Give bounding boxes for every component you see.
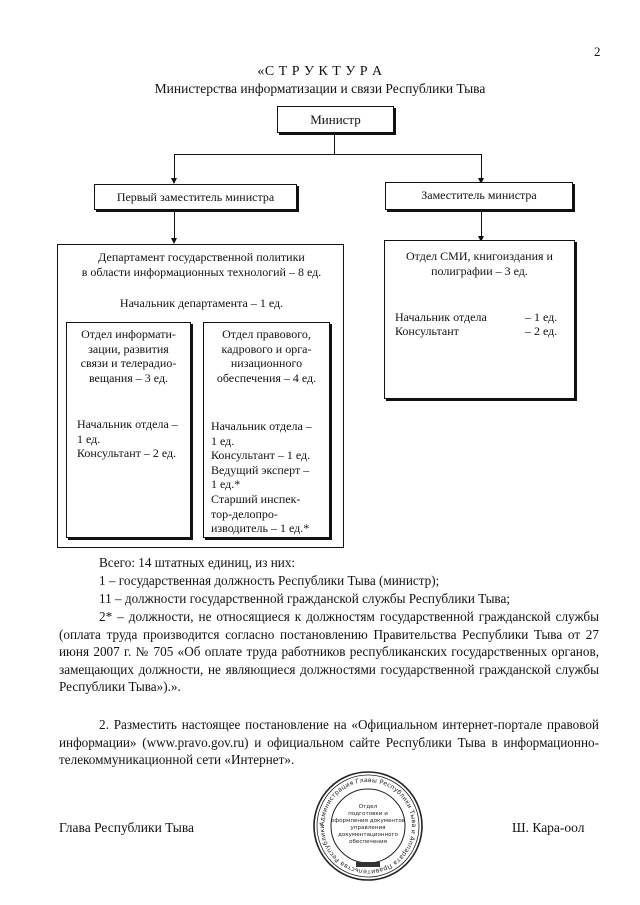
signature-name: Ш. Кара-оол	[512, 820, 585, 835]
paragraph-placement: 2. Разместить настоящее постановление на…	[59, 717, 599, 768]
connector-line	[174, 154, 175, 180]
first-deputy-label: Первый заместитель министра	[116, 190, 275, 204]
deputy-label: Заместитель министра	[421, 188, 537, 202]
svg-text:документационного: документационного	[338, 832, 399, 838]
first-deputy-box: Первый заместитель министра	[94, 184, 297, 210]
totals-line-0: Всего: 14 штатных единиц, из них:	[99, 555, 296, 570]
media-row1-label: Начальник отдела	[395, 310, 487, 324]
media-row2-value: – 2 ед.	[525, 324, 558, 338]
minister-label: Министр	[310, 112, 361, 127]
connector-line	[334, 135, 335, 154]
unit-staff: Начальник отдела – 1 ед. Консультант – 1…	[211, 419, 312, 536]
totals-line-1: 1 – государственная должность Республики…	[99, 573, 440, 588]
minister-box: Министр	[277, 106, 394, 133]
arrow-down-icon	[478, 236, 484, 242]
department-title: Департамент государственной политики в о…	[81, 250, 322, 279]
connector-line	[481, 154, 482, 180]
svg-text:подготовки и: подготовки и	[348, 811, 388, 817]
arrow-down-icon	[171, 178, 177, 184]
structure-subtitle: Министерства информатизации и связи Респ…	[154, 81, 486, 96]
connector-line	[174, 212, 175, 240]
signature-position: Глава Республики Тыва	[59, 820, 195, 835]
totals-line-2: 11 – должности государственной гражданск…	[99, 591, 511, 606]
svg-text:оформления документов: оформления документов	[331, 818, 405, 824]
department-head: Начальник департамента – 1 ед.	[119, 296, 284, 310]
media-unit-title: Отдел СМИ, книгоиздания и полиграфии – 3…	[406, 249, 553, 278]
deputy-box: Заместитель министра	[385, 182, 573, 210]
structure-title: «С Т Р У К Т У Р А	[257, 64, 383, 79]
dept-unit-informatization: Отдел информати- зации, развития связи и…	[66, 322, 191, 538]
unit-title: Отдел информати- зации, развития связи и…	[80, 327, 177, 385]
svg-text:Отдел: Отдел	[359, 804, 378, 810]
connector-line	[174, 154, 482, 155]
svg-text:обеспечения: обеспечения	[349, 839, 387, 845]
arrow-down-icon	[171, 238, 177, 244]
dept-unit-legal: Отдел правового, кадрового и орга- низац…	[203, 322, 330, 538]
page-number: 2	[594, 44, 601, 59]
media-row2-label: Консультант	[395, 324, 459, 338]
svg-text:управления: управления	[351, 825, 386, 831]
totals-line-3: 2* – должности, не относящиеся к должнос…	[59, 609, 599, 695]
department-box: Департамент государственной политики в о…	[57, 244, 344, 548]
official-seal-stamp: Администрация Главы Республики Тыва и Ап…	[312, 770, 423, 881]
arrow-down-icon	[478, 178, 484, 184]
unit-staff: Начальник отдела – 1 ед. Консультант – 2…	[77, 417, 178, 461]
connector-line	[481, 212, 482, 238]
unit-title: Отдел правового, кадрового и орга- низац…	[216, 327, 317, 385]
media-row1-value: – 1 ед.	[525, 310, 558, 324]
media-unit-box: Отдел СМИ, книгоиздания и полиграфии – 3…	[384, 240, 575, 399]
